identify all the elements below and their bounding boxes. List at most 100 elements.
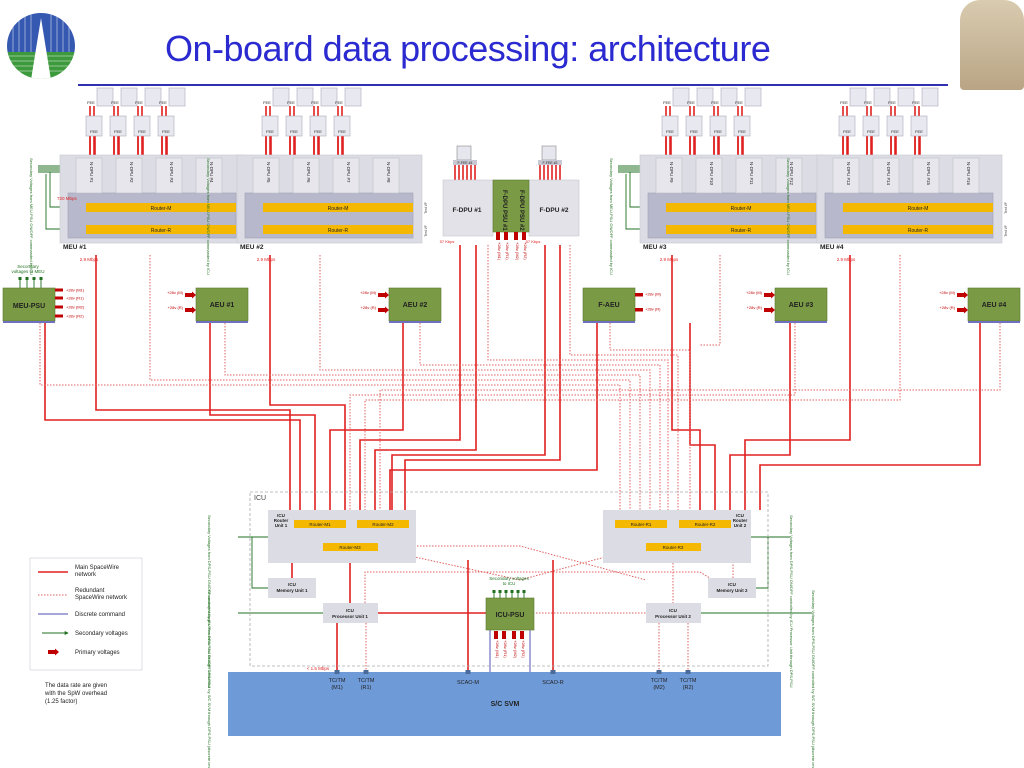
icu-psu-pv-label: +28v (R1) xyxy=(503,640,508,658)
legend-item-label: Redundant xyxy=(75,588,105,594)
svm-port xyxy=(550,670,556,674)
router-m2 xyxy=(357,520,409,528)
svm-port-label: SCAO-M xyxy=(457,680,479,686)
fdpu-psu-primary-voltage xyxy=(496,232,500,240)
icu-psu-pv-label: +28v (R2) xyxy=(521,640,526,658)
aeu-label: AEU #4 xyxy=(982,302,1007,309)
fee-box xyxy=(85,115,103,137)
legend-item-label: network xyxy=(75,572,97,578)
arrow-shaft xyxy=(378,308,385,312)
icu-sv-left-proc-label: Secondary Voltages from DPS-PSU ON/OFF c… xyxy=(207,590,212,768)
aeu-label: AEU #1 xyxy=(210,302,235,309)
fee-label: FEE xyxy=(90,129,98,134)
fee-label: FEE xyxy=(687,100,695,105)
legend-note: with the SpW overhead xyxy=(44,691,107,697)
ndpu-box xyxy=(115,157,143,194)
main-spacewire-link xyxy=(389,323,598,510)
meu-psu-primary-voltage xyxy=(55,288,63,292)
sv-terminal xyxy=(510,590,514,593)
arrow-shaft xyxy=(502,631,506,639)
sv-terminal xyxy=(522,590,526,593)
fee-box xyxy=(168,87,186,107)
aeu-base xyxy=(775,321,827,323)
icu-processor-unit-2 xyxy=(646,603,701,623)
fee-label: FEE xyxy=(843,129,851,134)
aeu-5: AEU #4 +28v (M) +28v (R) xyxy=(939,287,1021,323)
fee-box xyxy=(272,87,290,107)
icu-processor-unit-1 xyxy=(323,603,378,623)
fee-label: FEE xyxy=(114,129,122,134)
svm-port-label: TC/TM xyxy=(680,678,697,684)
fee-box xyxy=(744,87,762,107)
fee-box xyxy=(96,87,114,107)
sv-mem2 xyxy=(756,537,769,589)
ndpu-box xyxy=(292,157,320,194)
router-m xyxy=(666,203,816,212)
title-underline xyxy=(78,84,948,86)
fee-box xyxy=(333,115,351,137)
fee-label: FEE xyxy=(159,100,167,105)
meu-psu-base xyxy=(3,321,55,323)
redundant-spacewire-link xyxy=(39,323,621,510)
aeu-pv-label: +28v (R) xyxy=(940,305,956,310)
meu-rate-bottom: 2.9 Mbps xyxy=(660,257,679,262)
legend-item-label: Primary voltages xyxy=(75,650,120,656)
ndpu-label: N-DPU #16 xyxy=(966,162,971,186)
arrow-head xyxy=(964,306,968,314)
svm-box xyxy=(228,672,781,736)
aeu-primary-voltage xyxy=(185,291,196,299)
icu-processor-unit-2-label: ICU xyxy=(669,608,677,613)
main-spacewire-link xyxy=(689,323,716,510)
aeu-3: F-AEU+28v (M)+28v (R) xyxy=(582,287,662,323)
arrow-shaft xyxy=(957,308,964,312)
fee-box xyxy=(261,115,279,137)
fee-box xyxy=(320,87,338,107)
icu-psu-box xyxy=(485,597,535,631)
ndpu-box xyxy=(912,157,940,194)
router-m1 xyxy=(294,520,346,528)
fee-box xyxy=(309,115,327,137)
fee-label: FEE xyxy=(735,100,743,105)
aeu-pv-label: +28v (M) xyxy=(939,290,956,295)
sv-mem1 xyxy=(251,537,268,589)
icu-processor-unit-1-label: ICU xyxy=(346,608,354,613)
svm-label: S/C SVM xyxy=(491,701,520,708)
router-r-label: Router-R xyxy=(731,228,752,234)
aeu-primary-voltage xyxy=(957,306,968,314)
ffee-icon xyxy=(456,145,472,161)
redundant-spacewire-link xyxy=(609,323,691,510)
redundant-spacewire-link xyxy=(224,323,641,510)
arrow-shaft xyxy=(957,293,964,297)
legend-note: (1.25 factor) xyxy=(45,699,77,705)
main-spacewire-link xyxy=(95,255,291,510)
meu-label: MEU #4 xyxy=(820,244,844,251)
ndpu-box xyxy=(155,157,183,194)
fee-box xyxy=(862,115,880,137)
icu-psu-primary-voltage xyxy=(520,631,524,639)
aeu-4: AEU #3+28v (M)+28v (R) xyxy=(746,287,828,323)
fee-label: FEE xyxy=(663,100,671,105)
aeu-2: AEU #2+28v (M)+28v (R) xyxy=(360,287,442,323)
aeu-label: F-AEU xyxy=(598,302,619,309)
router-m xyxy=(86,203,236,212)
aeu-primary-voltage xyxy=(378,291,389,299)
icu-label: ICU xyxy=(254,495,266,502)
fee-label: FEE xyxy=(867,129,875,134)
icu-router-unit-2-label: ICU xyxy=(736,513,744,518)
fee-label: FEE xyxy=(287,100,295,105)
aeu-pv-label: +28v (R) xyxy=(645,307,661,312)
redundant-spacewire-link xyxy=(319,255,651,510)
icu-router-unit-1-label: Router xyxy=(274,518,289,523)
fee-box xyxy=(733,115,751,137)
arrow-shaft xyxy=(520,631,524,639)
svm-port xyxy=(363,670,369,674)
meu-psu-pv-label: +28v (R2) xyxy=(66,314,84,319)
fdpu-psu-primary-voltage xyxy=(504,232,508,240)
svm-port-label: SCAO-R xyxy=(542,680,563,686)
meu-psu-pv-label: +28v (R1) xyxy=(66,296,84,301)
meu-label: MEU #2 xyxy=(240,244,264,251)
redundant-spacewire-link xyxy=(419,323,661,510)
test-if-label: Test I/F xyxy=(1004,202,1008,213)
ndpu-box xyxy=(372,157,400,194)
